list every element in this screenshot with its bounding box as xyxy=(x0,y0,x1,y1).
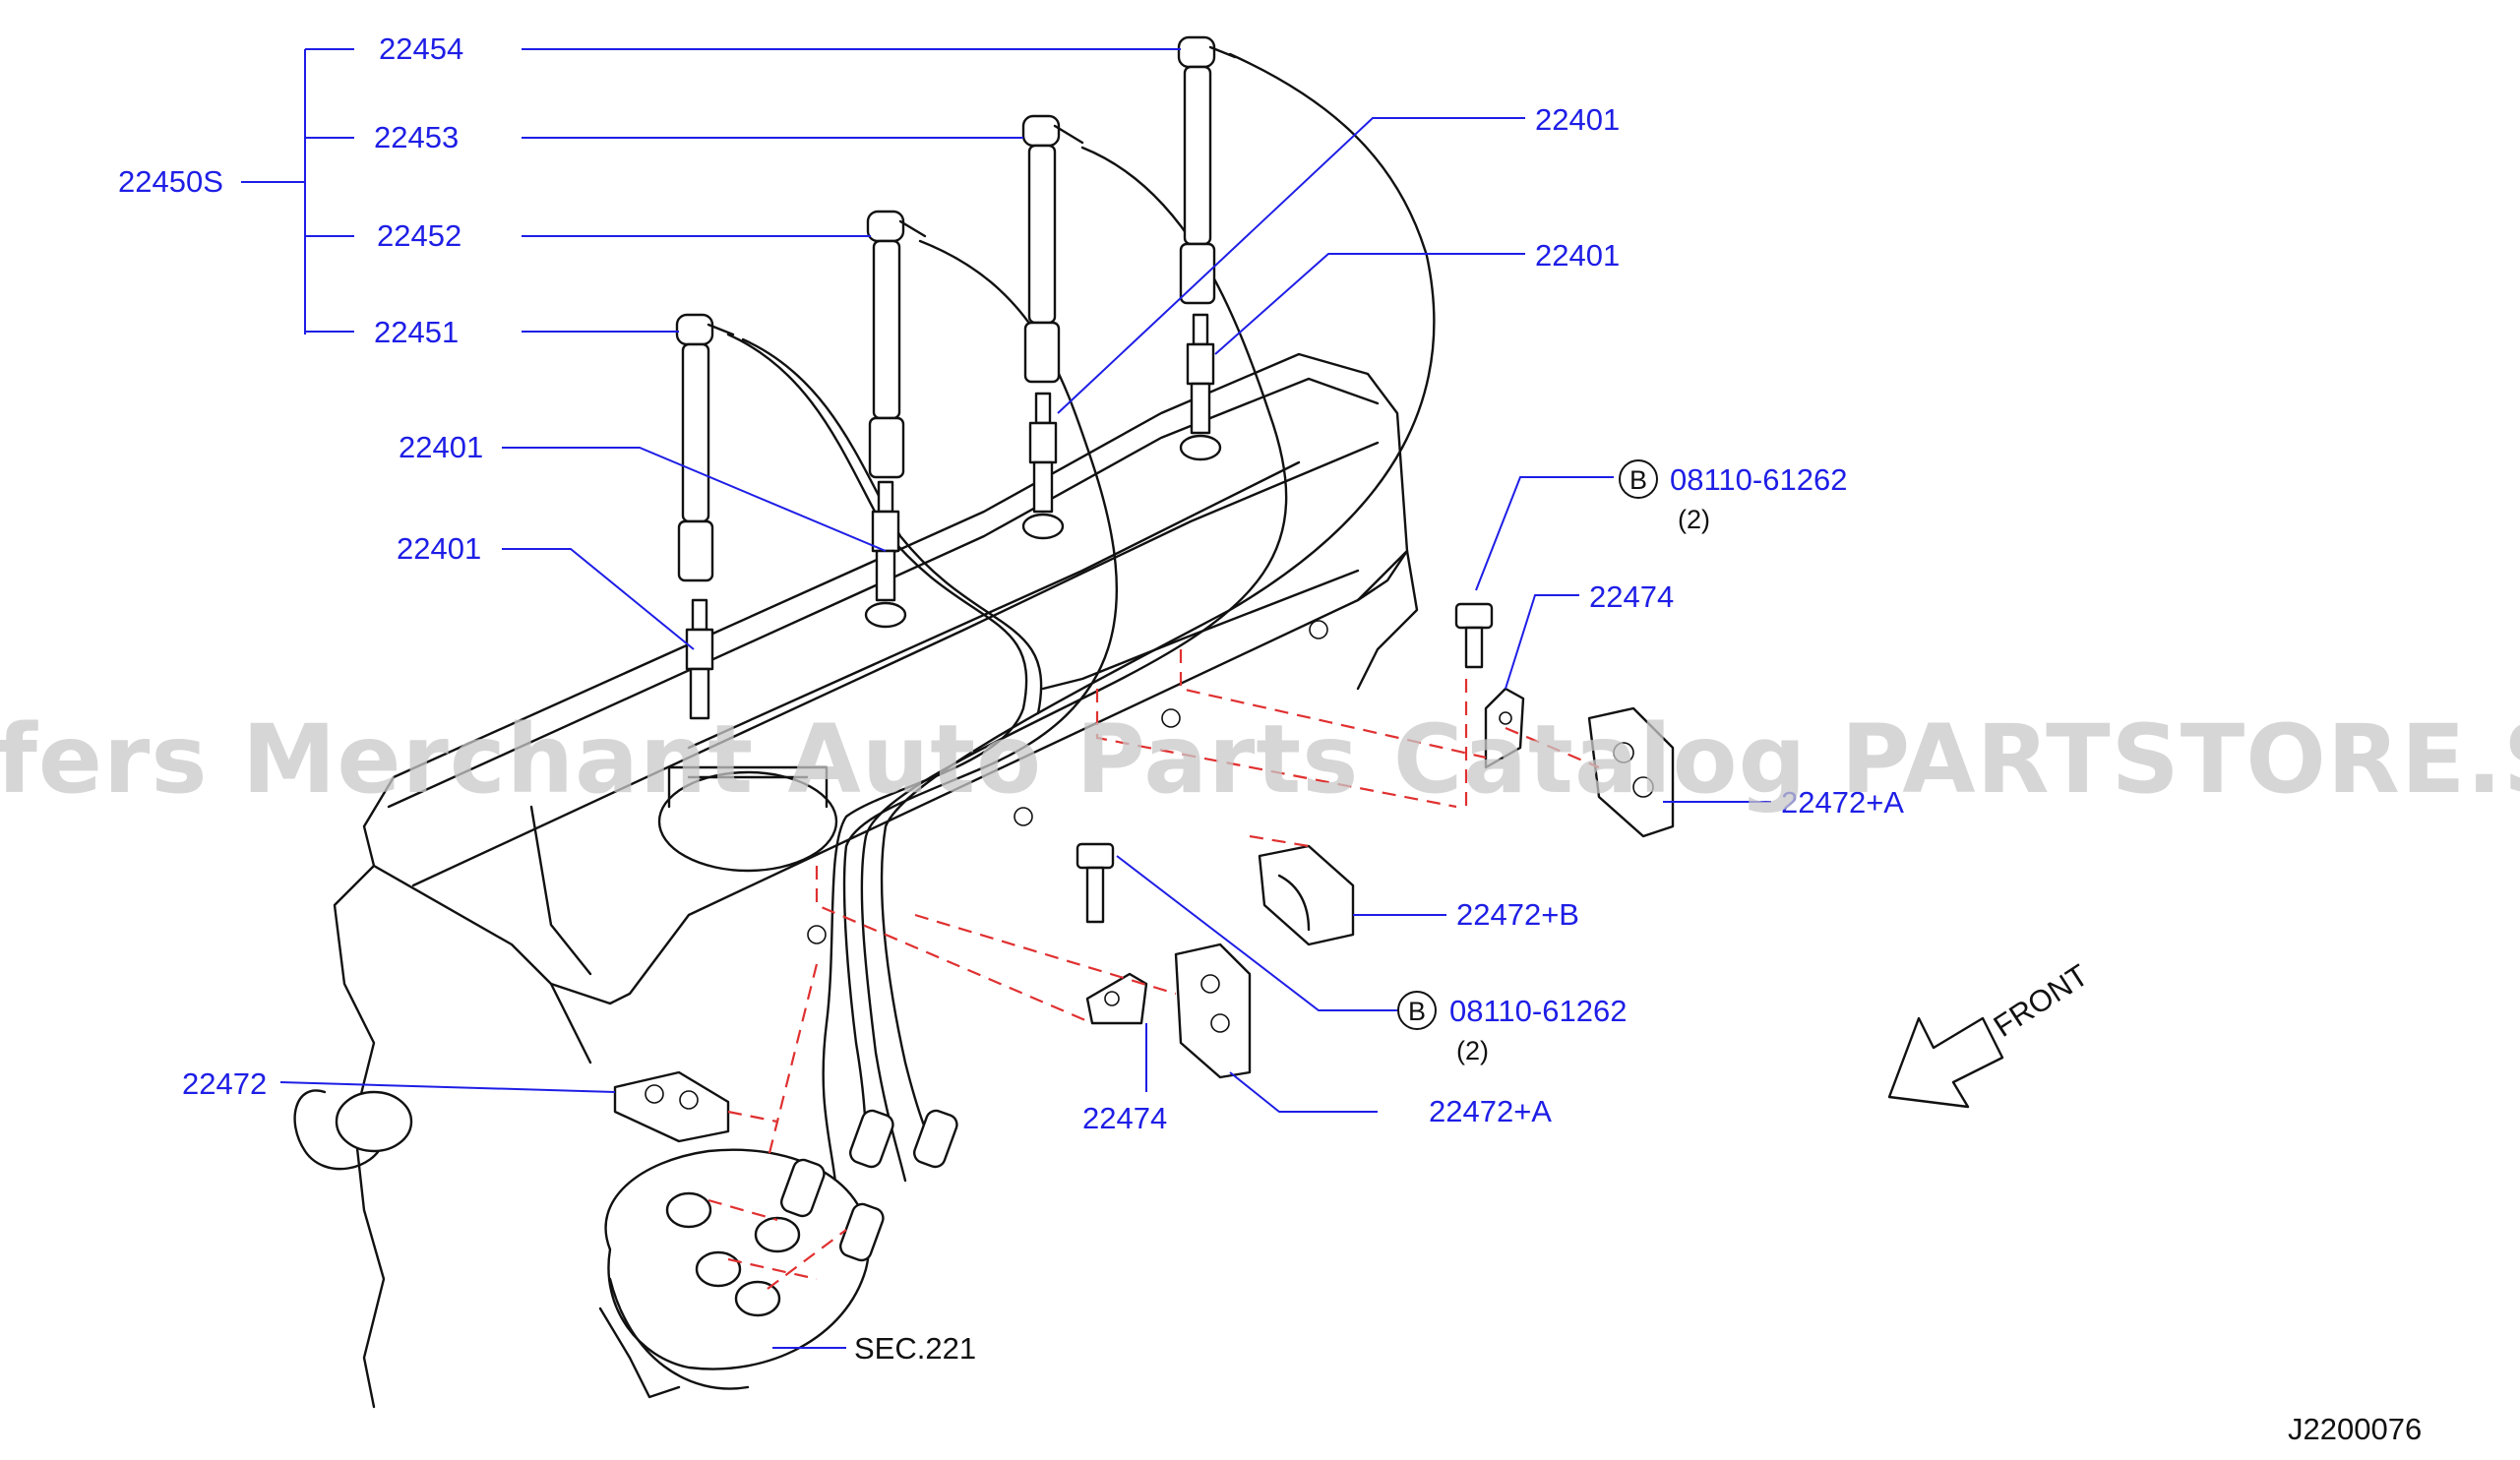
label-plug-b: 22401 xyxy=(1535,238,1620,273)
label-clamp-a-lower: 22472+A xyxy=(1429,1094,1552,1128)
plug-boot-2 xyxy=(866,210,927,479)
engine-outline xyxy=(293,352,1419,1409)
label-plug-d: 22401 xyxy=(397,531,481,566)
label-wire-3: 22453 xyxy=(374,120,459,154)
front-label: FRONT xyxy=(1988,957,2095,1044)
watermark-text: Offers Merchant Auto Parts Catalog PARTS… xyxy=(0,704,2520,815)
bolt-ref-letter-upper: B xyxy=(1629,465,1647,495)
assembly-lines xyxy=(707,649,1600,1290)
clamp xyxy=(613,1070,730,1143)
spark-plug-4 xyxy=(1179,313,1222,461)
label-bracket-upper: 22474 xyxy=(1589,579,1674,614)
label-clamp-a-upper: 22472+A xyxy=(1781,785,1904,820)
clamp-a-upper xyxy=(1587,706,1675,838)
ignition-wires xyxy=(726,52,1436,1192)
label-bolt-upper: 08110-61262 xyxy=(1670,462,1847,497)
front-arrow: FRONT xyxy=(1887,957,2095,1109)
label-clamp-b: 22472+B xyxy=(1456,897,1579,932)
label-plug-c: 22401 xyxy=(399,430,483,464)
spark-plug-1 xyxy=(685,598,714,720)
bolt-upper xyxy=(1454,602,1494,669)
plug-boot-3 xyxy=(1021,114,1084,384)
label-plug-a: 22401 xyxy=(1535,102,1620,137)
label-bracket-lower: 22474 xyxy=(1082,1101,1167,1135)
label-bolt-upper-qty: (2) xyxy=(1678,505,1710,534)
plug-boot-4 xyxy=(1177,35,1237,305)
label-bolt-lower-qty: (2) xyxy=(1456,1036,1489,1065)
label-wire-4: 22454 xyxy=(379,31,463,66)
diagram-id: J2200076 xyxy=(2288,1412,2422,1446)
plug-boot-1 xyxy=(675,313,735,582)
bolt-lower xyxy=(1076,842,1115,924)
label-assembly: 22450S xyxy=(118,164,223,199)
label-clamp: 22472 xyxy=(182,1066,267,1101)
label-wire-2: 22452 xyxy=(377,218,461,253)
bolt-ref-marker-upper: B xyxy=(1619,459,1658,499)
clamp-b xyxy=(1258,844,1355,946)
spark-plug-2 xyxy=(864,480,907,629)
label-bolt-lower: 08110-61262 xyxy=(1449,994,1627,1028)
distributor-cap xyxy=(598,1109,958,1399)
clamp-a-lower xyxy=(1174,943,1252,1079)
part-labels: 22454 22453 22450S 22452 22451 22401 224… xyxy=(118,31,2422,1446)
label-wire-1: 22451 xyxy=(374,315,459,349)
spark-plug-3 xyxy=(1021,392,1065,540)
bolt-ref-marker-lower: B xyxy=(1397,991,1437,1030)
label-distributor: SEC.221 xyxy=(854,1331,976,1366)
bolt-ref-letter-lower: B xyxy=(1408,997,1426,1026)
leader-lines xyxy=(241,48,1771,1349)
